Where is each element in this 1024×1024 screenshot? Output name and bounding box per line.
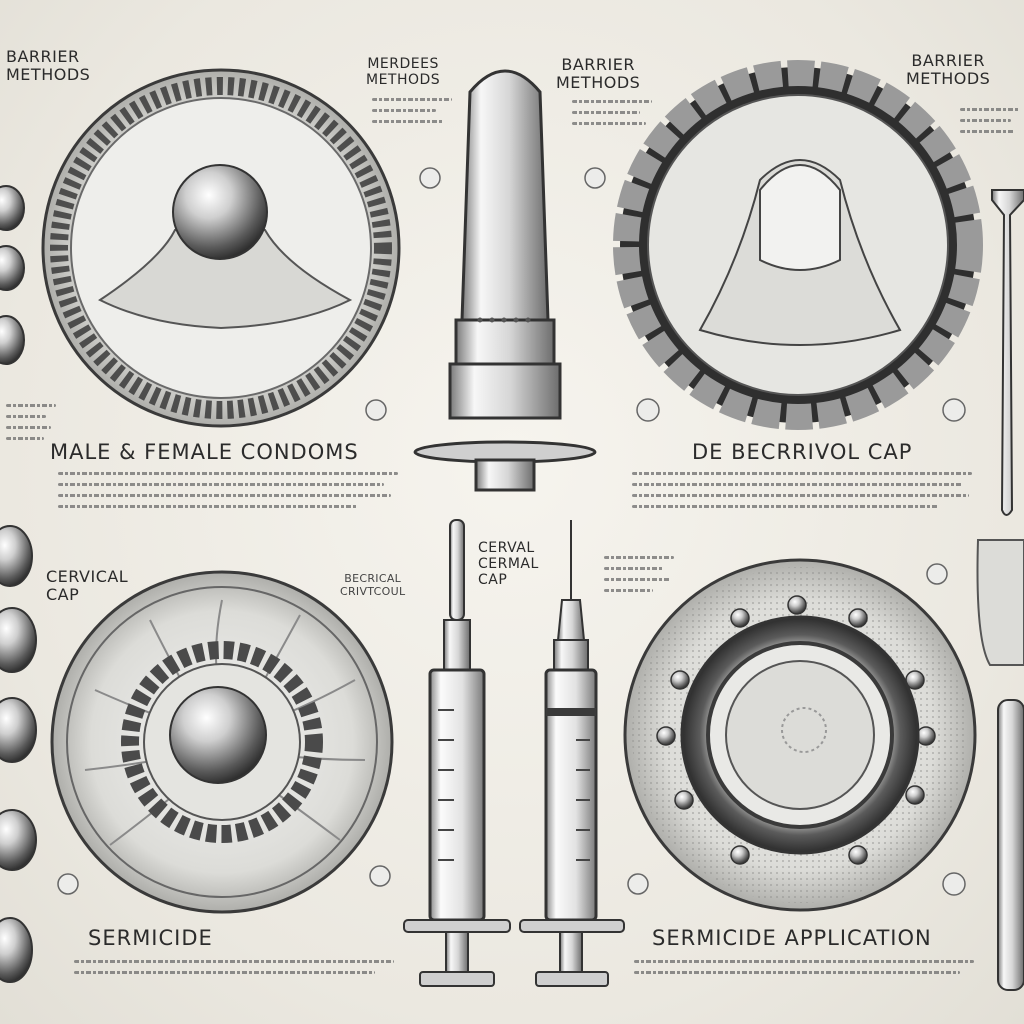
text-block-left-notes: [6, 404, 56, 448]
right-side-items: [976, 539, 1024, 991]
label-de-becrrivol-cap: DE BECRRIVOL CAP: [692, 440, 913, 464]
text-block-center-right-notes: [604, 556, 674, 600]
diaphragm-drawing: [623, 558, 977, 912]
text-block-top-right-notes: [960, 108, 1020, 141]
text-block-condoms: [58, 472, 398, 516]
text-block-cap: [632, 472, 972, 516]
syringe-right-drawing: [519, 520, 625, 987]
label-sermicide: SERMICIDE: [88, 926, 213, 950]
label-barrier-methods-center: BARRIER METHODS: [556, 55, 641, 92]
text-block-top-center-notes: [572, 100, 652, 133]
text-block-sermicide: [74, 960, 394, 982]
text-block-top-left-notes: [372, 98, 452, 131]
label-cervical-cap-left: CERVICAL CAP: [46, 567, 129, 604]
syringe-left-drawing: [403, 519, 511, 987]
label-barrier-methods-top-left: BARRIER METHODS: [6, 47, 91, 84]
cervical-cap-drawing: [50, 570, 394, 914]
label-merdees-methods: MERDEES METHODS: [366, 56, 441, 88]
left-edge-rings: [0, 185, 37, 983]
female-condom-drawing: [613, 60, 983, 430]
label-becrical-small: BECRICAL CRIVTCOUL: [340, 572, 406, 598]
applicator-tube-drawing: [413, 69, 597, 492]
label-barrier-methods-top-right: BARRIER METHODS: [906, 51, 991, 88]
label-male-female-condoms: MALE & FEMALE CONDOMS: [50, 440, 359, 464]
label-sermicide-application: SERMICIDE APPLICATION: [652, 926, 932, 950]
vial-drawing: [991, 189, 1024, 516]
circle-markers: [57, 167, 966, 896]
label-cervical-cap-center: CERVAL CERMAL CAP: [478, 540, 539, 588]
male-condom-drawing: [41, 68, 401, 428]
text-block-sermicide-application: [634, 960, 974, 982]
